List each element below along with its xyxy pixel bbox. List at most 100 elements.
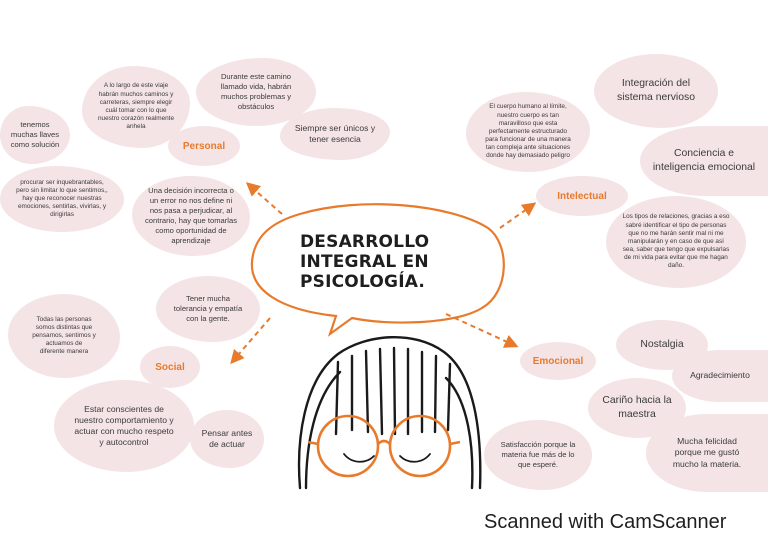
note-text: Agradecimiento [690, 370, 750, 381]
text-line: sistema nervioso [617, 92, 695, 103]
text-line: procurar ser inquebrantables, [20, 178, 104, 186]
text-line: donde hay demasiado peligro [486, 152, 570, 160]
text-line: Cariño hacia la [602, 394, 672, 406]
note-intelectual-4: Los tipos de relaciones, gracias a eso s… [606, 196, 746, 288]
text-line: nuestro cuerpo es tan [497, 111, 559, 119]
category-emocional: Emocional [532, 355, 584, 367]
category-blob-social: Social [140, 346, 200, 388]
text-line: hay que reconocer nuestras [22, 194, 102, 202]
text-line: Siempre ser únicos y [294, 122, 376, 133]
text-line: dirigirlas [50, 211, 74, 219]
note-text: Mucha felicidad porque me gustó mucho la… [673, 436, 741, 470]
note-text: Los tipos de relaciones, gracias a eso s… [623, 213, 730, 270]
text-line: tener esencia [309, 134, 361, 144]
text-line: nos pasa a perjudicar, al [149, 206, 233, 216]
arrow-social [230, 317, 271, 365]
text-line: anhela [126, 123, 146, 131]
text-line: Mucha felicidad [677, 436, 737, 447]
title-line: PSICOLOGÍA. [300, 272, 426, 292]
text-line: contrario, hay que tomarlas [144, 216, 237, 225]
text-line: Pensar antes [201, 427, 253, 438]
note-text: A lo largo de este viaje habrán muchos c… [98, 82, 174, 131]
text-line: maravilloso que esta [498, 119, 558, 127]
text-line: Una decisión incorrecta o [148, 186, 234, 196]
arrow-emocional [445, 313, 519, 348]
note-personal-4: Siempre ser únicos y tener esencia [280, 108, 390, 160]
arrow-intelectual [499, 202, 537, 229]
scanner-watermark: Scanned with CamScanner [484, 511, 727, 533]
text-line: muchos problemas y [220, 92, 292, 101]
note-text: Todas las personas somos distintas que p… [32, 316, 96, 357]
text-line: Satisfacción porque la [500, 440, 576, 450]
category-blob-emocional: Emocional [520, 342, 596, 380]
text-line: sea, saber que tengo que expulsarlas [622, 246, 730, 254]
text-line: Conciencia e [673, 147, 735, 159]
text-line: que esperé. [517, 459, 559, 469]
note-intelectual-2: Integración del sistema nervioso [594, 54, 718, 128]
text-line: de actuar [209, 439, 245, 449]
note-text: Satisfacción porque la materia fue más d… [501, 440, 576, 470]
central-speech-bubble [250, 203, 505, 337]
text-line: como oportunidad de [155, 225, 227, 235]
text-line: carreteras, siempre elegir [99, 98, 173, 106]
note-text: Conciencia e inteligencia emocional [653, 147, 755, 175]
text-line: nuestro corazón realmente [97, 115, 175, 123]
text-line: diferente manera [39, 348, 89, 356]
note-text: Una decisión incorrecta o un error no no… [145, 186, 237, 245]
note-personal-2: Durante este camino llamado vida, habrán… [196, 58, 316, 126]
note-personal-6: Una decisión incorrecta o un error no no… [132, 176, 250, 256]
note-text: Tener mucha tolerancia y empatía con la … [174, 294, 242, 324]
note-social-4: Pensar antes de actuar [190, 410, 264, 468]
note-text: tenemos muchas llaves como solución [11, 120, 60, 150]
note-personal-3: tenemos muchas llaves como solución [0, 106, 70, 164]
text-line: como solución [10, 139, 60, 149]
text-line: nuestro comportamiento y [74, 414, 174, 425]
text-line: Tener mucha [186, 294, 230, 304]
note-text: Integración del sistema nervioso [617, 77, 695, 105]
text-line: somos distintas que [35, 323, 93, 331]
category-personal: Personal [182, 140, 226, 152]
category-social: Social [155, 361, 185, 373]
note-emocional-5: Mucha felicidad porque me gustó mucho la… [646, 414, 768, 492]
text-line: tolerancia y empatía [173, 304, 243, 314]
text-line: maestra [618, 409, 656, 420]
note-text: Siempre ser únicos y tener esencia [295, 123, 375, 145]
category-blob-intelectual: Intelectual [536, 176, 628, 216]
text-line: habrán muchos caminos y [98, 90, 174, 98]
text-line: obstáculos [237, 101, 275, 111]
text-line: tan compleja ante situaciones [485, 144, 571, 152]
text-line: Agradecimiento [690, 370, 750, 381]
text-line: pensamos, sentimos y [32, 331, 96, 339]
title-line: INTEGRAL EN [300, 252, 429, 272]
text-line: aprendizaje [171, 235, 211, 245]
text-line: inteligencia emocional [652, 162, 756, 173]
text-line: y autocontrol [99, 437, 149, 448]
note-text: Cariño hacia la maestra [602, 394, 671, 422]
text-line: emociones, sentirlas, vivirlas, y [17, 203, 107, 211]
note-emocional-4: Satisfacción porque la materia fue más d… [484, 420, 592, 490]
note-text: Nostalgia [640, 338, 683, 352]
text-line: El cuerpo humano al límite, [489, 103, 567, 111]
note-text: Durante este camino llamado vida, habrán… [221, 72, 292, 111]
text-line: Nostalgia [640, 338, 684, 350]
text-line: tenemos [20, 120, 50, 130]
note-intelectual-1: El cuerpo humano al límite, nuestro cuer… [466, 92, 590, 172]
note-intelectual-3: Conciencia e inteligencia emocional [640, 126, 768, 196]
note-social-2: Todas las personas somos distintas que p… [8, 294, 120, 378]
text-line: manipularán y en caso de que así [628, 237, 724, 245]
note-emocional-2: Agradecimiento [672, 350, 768, 402]
text-line: Los tipos de relaciones, gracias a eso [622, 213, 730, 221]
text-line: pero sin limitar lo que sentimos,, [16, 186, 108, 194]
text-line: Estar conscientes de [84, 403, 164, 414]
note-social-1: Tener mucha tolerancia y empatía con la … [156, 276, 260, 342]
text-line: Durante este camino [220, 72, 292, 82]
text-line: de mi vida para evitar que me hagan [624, 254, 728, 262]
text-line: mucho la materia. [672, 458, 742, 469]
text-line: Todas las personas [36, 315, 92, 323]
text-line: llamado vida, habrán [220, 82, 292, 92]
text-line: cuál tomar con lo que [105, 107, 167, 114]
central-title: DESARROLLO INTEGRAL EN PSICOLOGÍA. [300, 232, 460, 292]
arrow-personal [245, 182, 283, 215]
text-line: actuamos de [45, 340, 83, 348]
